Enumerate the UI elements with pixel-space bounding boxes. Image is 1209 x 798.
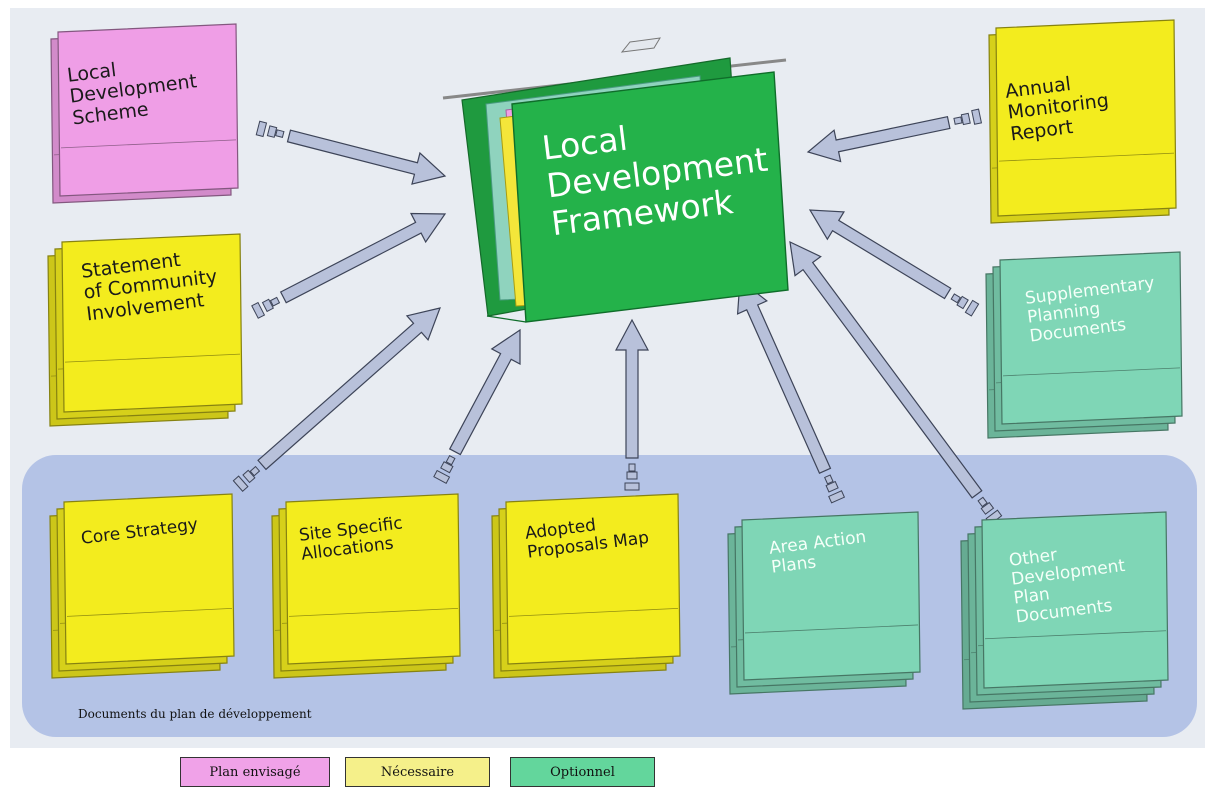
group-label: Documents du plan de développement [78, 707, 312, 721]
folder-other-development-plan-documents [960, 511, 1169, 710]
arrow-lds-to-framework [255, 120, 447, 185]
folder-supplementary-planning-documents [985, 251, 1183, 439]
legend-item-required: Nécessaire [345, 757, 490, 787]
folder-label-other-development-plan-documents: Other Development Plan Documents [1007, 545, 1127, 628]
folder-adopted-proposals-map [491, 493, 681, 679]
folders-layer [47, 19, 1183, 710]
folder-core-strategy [49, 493, 235, 679]
arrows-layer [232, 108, 1003, 525]
folder-area-action-plans [727, 511, 921, 695]
legend-item-planned: Plan envisagé [180, 757, 330, 787]
folder-local-development-framework [442, 37, 789, 323]
arrow-aap-to-framework [736, 278, 846, 504]
folder-annual-monitoring-report [988, 19, 1177, 224]
folder-local-development-scheme [50, 23, 239, 204]
arrow-spd-to-framework [808, 209, 980, 317]
arrow-odpd-to-framework [789, 240, 1003, 525]
arrow-ssa-to-framework [433, 328, 521, 484]
arrow-apm-to-framework [615, 318, 649, 491]
folder-statement-of-community-involvement [47, 233, 243, 427]
folder-label-annual-monitoring-report: Annual Monitoring Report [1003, 72, 1111, 146]
folder-site-specific-allocations [271, 493, 461, 679]
arrow-sci-to-framework [251, 212, 447, 319]
arrow-core-to-framework [232, 307, 441, 492]
arrow-amr-to-framework [806, 108, 983, 163]
legend-item-optional: Optionnel [510, 757, 655, 787]
